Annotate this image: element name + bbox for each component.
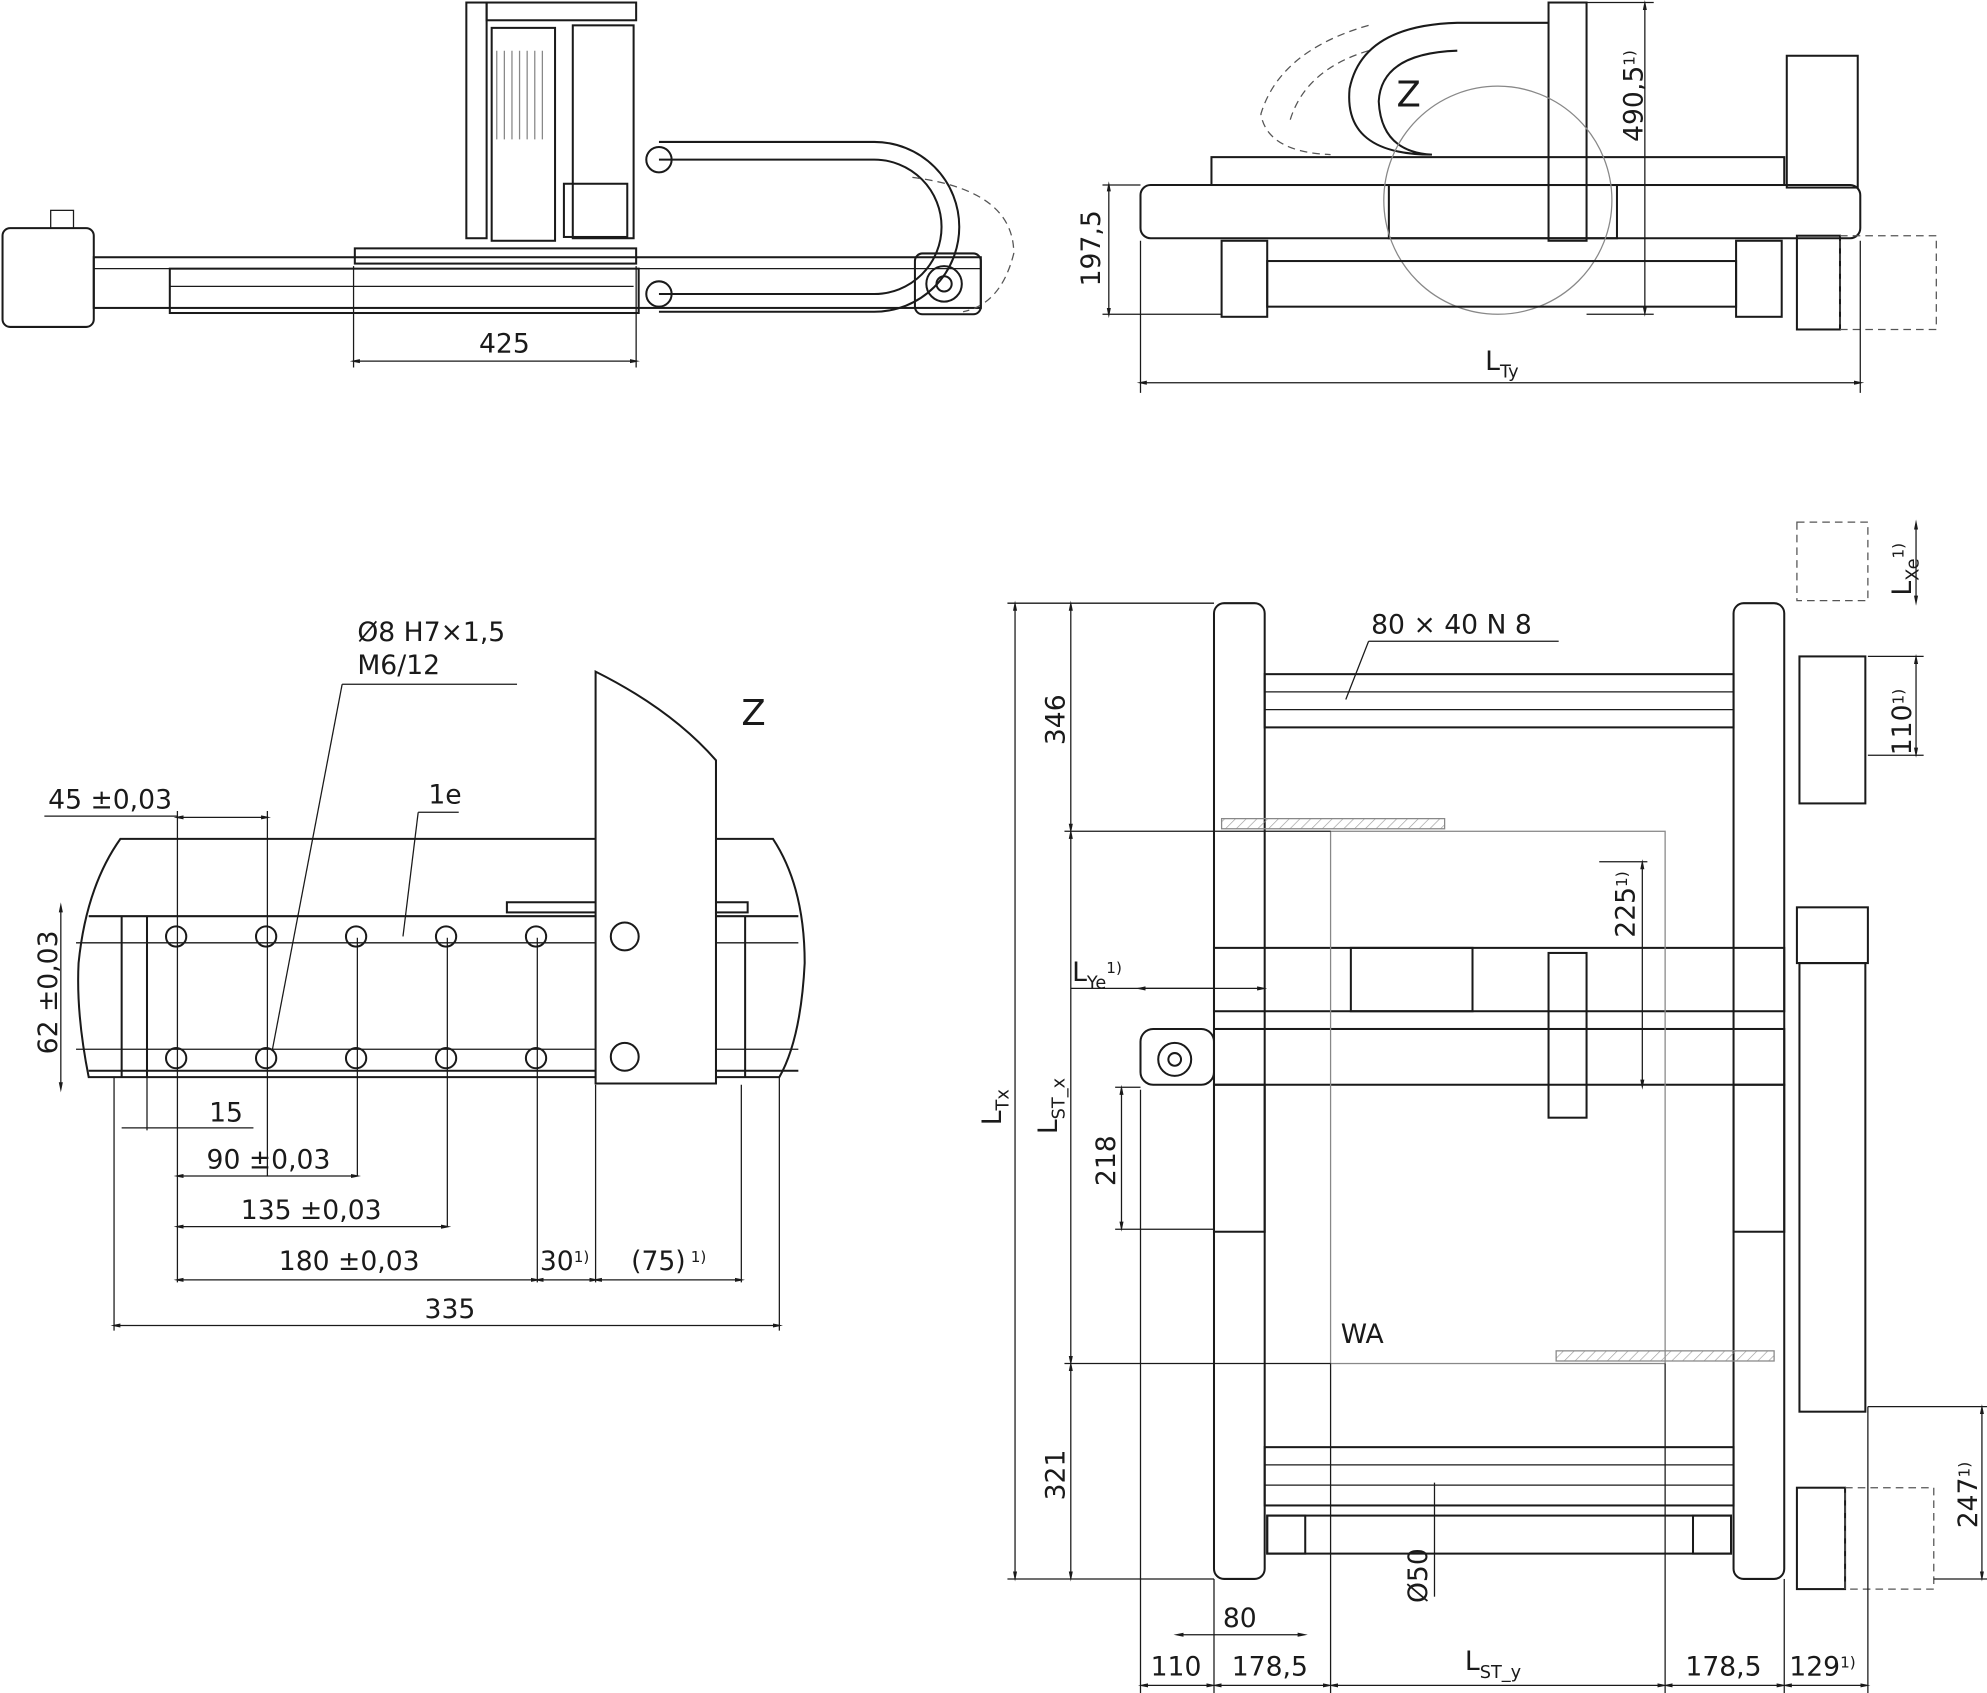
dim-30: 301) bbox=[540, 1246, 589, 1277]
hole-callout-diameter: Ø8 H7×1,5 bbox=[357, 617, 505, 648]
drive-shaft bbox=[1266, 1514, 1733, 1555]
dim-15: 15 bbox=[209, 1097, 243, 1128]
dim-197-5: 197,5 bbox=[1076, 210, 1107, 286]
x-motor bbox=[1795, 1486, 1847, 1591]
axis-rail bbox=[92, 256, 982, 309]
hole-callout-thread: M6/12 bbox=[357, 650, 440, 681]
z-bracket bbox=[594, 669, 717, 1085]
z-axis-top bbox=[1547, 951, 1588, 1119]
dim-l-st-y: LST_y bbox=[1465, 1646, 1521, 1683]
z-column-plate bbox=[465, 1, 488, 240]
dim-335: 335 bbox=[425, 1294, 476, 1325]
detail-z-title: Z bbox=[741, 693, 765, 734]
x-rail-right bbox=[1732, 602, 1786, 1580]
x-cable-chain bbox=[1798, 655, 1867, 805]
dim-110-bottom: 110 bbox=[1151, 1651, 1202, 1682]
dim-45: 45 ±0,03 bbox=[48, 784, 172, 815]
hole-row-top bbox=[164, 925, 548, 948]
dim-62: 62 ±0,03 bbox=[33, 930, 64, 1054]
front-view: Z 197,5 490,51) LTy bbox=[1076, 0, 1937, 393]
dim-129: 1291) bbox=[1789, 1651, 1855, 1682]
z-axis-column bbox=[1547, 1, 1588, 242]
dim-l-xe: LXe1) bbox=[1887, 543, 1924, 596]
dim-247: 2471) bbox=[1953, 1462, 1984, 1528]
dim-225: 2251) bbox=[1611, 871, 1642, 937]
slot-label-1e: 1e bbox=[428, 779, 461, 810]
dim-l-tx: LTx bbox=[977, 1089, 1014, 1125]
dim-l-ty: LTy bbox=[1485, 346, 1518, 383]
detail-z-marker: Z bbox=[1396, 74, 1420, 115]
dim-425: 425 bbox=[479, 328, 530, 359]
y-motor bbox=[1785, 54, 1859, 189]
dim-l-st-x: LST_x bbox=[1033, 1078, 1070, 1134]
dim-178-5-left: 178,5 bbox=[1232, 1651, 1308, 1682]
cross-profile-bottom bbox=[1263, 1446, 1735, 1507]
motor-end-block bbox=[1, 227, 95, 328]
work-area-label: WA bbox=[1341, 1319, 1384, 1350]
cable-chain-front bbox=[1348, 21, 1549, 156]
hole-row-bottom bbox=[164, 1046, 548, 1070]
carriage bbox=[353, 247, 638, 265]
dim-75: (75)1) bbox=[631, 1246, 706, 1277]
dim-178-5-right: 178,5 bbox=[1685, 1651, 1761, 1682]
x-rail-left bbox=[1212, 602, 1266, 1580]
z-motor bbox=[490, 26, 557, 242]
dim-321: 321 bbox=[1040, 1450, 1071, 1501]
x-axis-section bbox=[1266, 260, 1738, 308]
profile-label: 80 × 40 N 8 bbox=[1371, 610, 1532, 641]
side-view: 425 bbox=[1, 1, 1015, 368]
cable-chain bbox=[658, 158, 943, 296]
y-axis-beam bbox=[1139, 183, 1862, 240]
detail-z-view: Z 45 ±0,03 Ø8 H7×1,5 M6/12 1e 62 ±0,03 1… bbox=[33, 617, 806, 1331]
dim-d50: Ø50 bbox=[1403, 1548, 1434, 1603]
work-area bbox=[1329, 830, 1666, 1365]
carriage-profile bbox=[77, 837, 806, 1079]
dim-135: 135 ±0,03 bbox=[241, 1195, 382, 1226]
top-view: WA 80 × 40 N 8 LTx 346 LST_x 321 218 225… bbox=[977, 519, 1987, 1693]
dim-490-5: 490,51) bbox=[1618, 50, 1649, 142]
dim-346: 346 bbox=[1040, 694, 1071, 745]
dim-90: 90 ±0,03 bbox=[207, 1144, 331, 1175]
dim-110-right: 1101) bbox=[1887, 689, 1918, 755]
mounting-holes bbox=[164, 925, 548, 1070]
dim-80: 80 bbox=[1223, 1603, 1257, 1634]
dim-180: 180 ±0,03 bbox=[279, 1246, 420, 1277]
detail-circle-z bbox=[1383, 85, 1613, 315]
dim-218: 218 bbox=[1091, 1135, 1122, 1186]
dim-l-ye: LYe1) bbox=[1072, 957, 1122, 994]
cross-profile-top bbox=[1263, 673, 1735, 729]
y-axis-beam-top bbox=[1212, 946, 1786, 1013]
